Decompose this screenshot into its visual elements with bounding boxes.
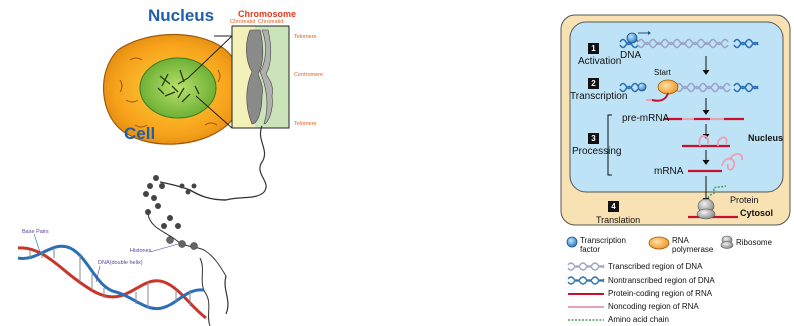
- base-pairs-label: Base Pairs: [22, 229, 49, 235]
- dna-double-helix-label: DNA(double helix): [98, 260, 143, 266]
- step-1-badge: 1: [588, 43, 599, 54]
- legend-noncoding-rna: Noncoding region of RNA: [608, 302, 699, 311]
- pre-mrna-label: pre-mRNA: [622, 113, 669, 124]
- dna-label: DNA: [620, 50, 641, 61]
- histones-label: Histones: [130, 248, 151, 254]
- step-3-label: Processing: [572, 146, 621, 157]
- mrna-label: mRNA: [654, 166, 683, 177]
- telomere-bottom-label: Telomere: [294, 121, 317, 127]
- chromatid-right-label: Chromatid: [258, 19, 283, 25]
- protein-label: Protein: [730, 195, 759, 205]
- cell-label: Cell: [124, 124, 155, 144]
- step-2-badge: 2: [588, 78, 599, 89]
- chromosome-panel: [232, 26, 289, 128]
- centromere-label: Centromere: [294, 72, 323, 78]
- step-4-badge: 4: [608, 201, 619, 212]
- legend-transcribed-dna: Transcribed region of DNA: [608, 262, 702, 271]
- step-3-badge: 3: [588, 133, 599, 144]
- chromatin-fiber: [143, 126, 266, 326]
- legend-rna-polymerase: RNA polymerase: [672, 236, 716, 254]
- telomere-top-label: Telomere: [294, 34, 317, 40]
- legend-nontranscribed-dna: Nontranscribed region of DNA: [608, 276, 715, 285]
- chromatid-left-label: Chromatid: [230, 19, 255, 25]
- step-4-label: Translation: [596, 215, 640, 225]
- step-1-label: Activation: [578, 56, 621, 67]
- chromosome-label: Chromosome: [238, 9, 296, 19]
- legend-transcription-factor: Transcription factor: [580, 236, 632, 254]
- legend-ribosome: Ribosome: [736, 238, 772, 247]
- nucleus-label: Nucleus: [148, 6, 214, 26]
- dna-double-helix: [18, 234, 206, 318]
- legend-amino-acid-chain: Amino acid chain: [608, 315, 669, 324]
- start-label: Start: [654, 68, 671, 77]
- legend-protein-coding-rna: Protein-coding region of RNA: [608, 289, 712, 298]
- step-2-label: Transcription: [570, 91, 627, 102]
- nucleus-region-label: Nucleus: [748, 133, 783, 143]
- cytosol-label: Cytosol: [740, 208, 773, 218]
